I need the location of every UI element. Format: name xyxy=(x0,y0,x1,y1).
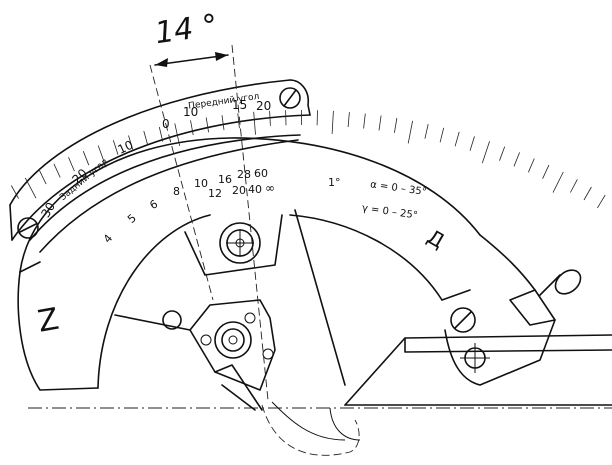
lower-tick-16: 16 xyxy=(218,173,232,186)
scale-tick xyxy=(454,131,460,147)
lower-tick-6: 6 xyxy=(148,197,161,212)
lower-tick-5: 5 xyxy=(125,211,139,225)
scale-tick xyxy=(363,113,366,129)
scale-tick xyxy=(378,115,382,131)
scale-ticks xyxy=(10,110,606,209)
scale-tick xyxy=(469,136,475,151)
scale-tick xyxy=(269,110,271,126)
scale-tick xyxy=(143,130,149,146)
outer-tick-15: 15 xyxy=(232,98,247,112)
scale-tick xyxy=(513,152,520,167)
workpiece-outline xyxy=(261,404,360,456)
outer-tick-10: 10 xyxy=(183,105,198,119)
marker-left: Z xyxy=(35,302,61,340)
scale-tick xyxy=(394,117,398,133)
lower-tick-8: 8 xyxy=(173,185,180,198)
scale-tick xyxy=(253,111,256,135)
division-value: 1° xyxy=(328,176,341,189)
inner-tick-10: 10 xyxy=(116,138,136,157)
scale-tick xyxy=(424,124,429,139)
pointer-line-left xyxy=(149,64,214,301)
scale-tick xyxy=(112,140,119,155)
scale-tick xyxy=(10,185,19,199)
arc-scale-plate xyxy=(9,79,311,253)
scale-tick xyxy=(583,186,592,201)
lower-tick-infinity: ∞ xyxy=(265,181,275,195)
clamp-knob xyxy=(509,269,582,326)
marker-right: Д xyxy=(423,224,449,253)
outer-tick-0: 0 xyxy=(162,117,170,131)
scale-tick xyxy=(221,115,225,131)
main-disc xyxy=(17,137,536,391)
cutter-body xyxy=(329,334,612,441)
lower-tick-12: 12 xyxy=(208,187,222,200)
lower-tick-20: 20 xyxy=(232,184,246,197)
angle-label: 14 ° xyxy=(153,8,220,51)
gamma-range: γ = 0 – 25° xyxy=(361,203,418,222)
lower-tick-60: 60 xyxy=(254,167,268,180)
scale-tick xyxy=(53,163,61,178)
scale-tick xyxy=(205,117,209,133)
scale-tick xyxy=(481,141,490,164)
screw-top xyxy=(279,87,301,109)
scale-tick xyxy=(331,110,334,134)
scale-tick xyxy=(347,112,350,128)
scale-tick xyxy=(552,171,564,193)
scale-tick xyxy=(407,120,413,144)
lower-tick-10: 10 xyxy=(194,177,208,190)
scale-tick xyxy=(82,151,90,166)
scale-tick xyxy=(542,164,550,179)
screw-right xyxy=(450,307,476,333)
bracket-edge xyxy=(444,319,556,386)
scale-tick xyxy=(68,157,75,172)
tool-tip-outline xyxy=(271,401,346,441)
outer-tick-20: 20 xyxy=(256,99,271,113)
upper-pivot xyxy=(184,214,283,276)
scale-tick xyxy=(597,194,606,209)
inner-tick-30: 30 xyxy=(38,200,58,220)
lower-pivot xyxy=(189,299,276,411)
scale-tick xyxy=(499,146,506,161)
reference-circle xyxy=(460,343,490,373)
screw-left xyxy=(17,217,39,239)
scale-tick xyxy=(39,170,47,185)
angle-arrow xyxy=(154,52,229,67)
scale-tick xyxy=(528,158,535,173)
scale-tick xyxy=(237,113,240,129)
scale-tick xyxy=(174,123,181,146)
scale-tick xyxy=(97,145,107,168)
scale-tick xyxy=(190,120,194,136)
scale-tick xyxy=(24,177,37,199)
stop-pin xyxy=(162,310,182,330)
lower-tick-4: 4 xyxy=(101,232,115,246)
lower-tick-28: 28 xyxy=(237,168,251,181)
scale-tick xyxy=(439,127,445,143)
scale-tick xyxy=(158,126,164,142)
scale-tick xyxy=(128,135,134,150)
lower-tick-40: 40 xyxy=(248,183,262,196)
scale-tick xyxy=(570,179,578,193)
